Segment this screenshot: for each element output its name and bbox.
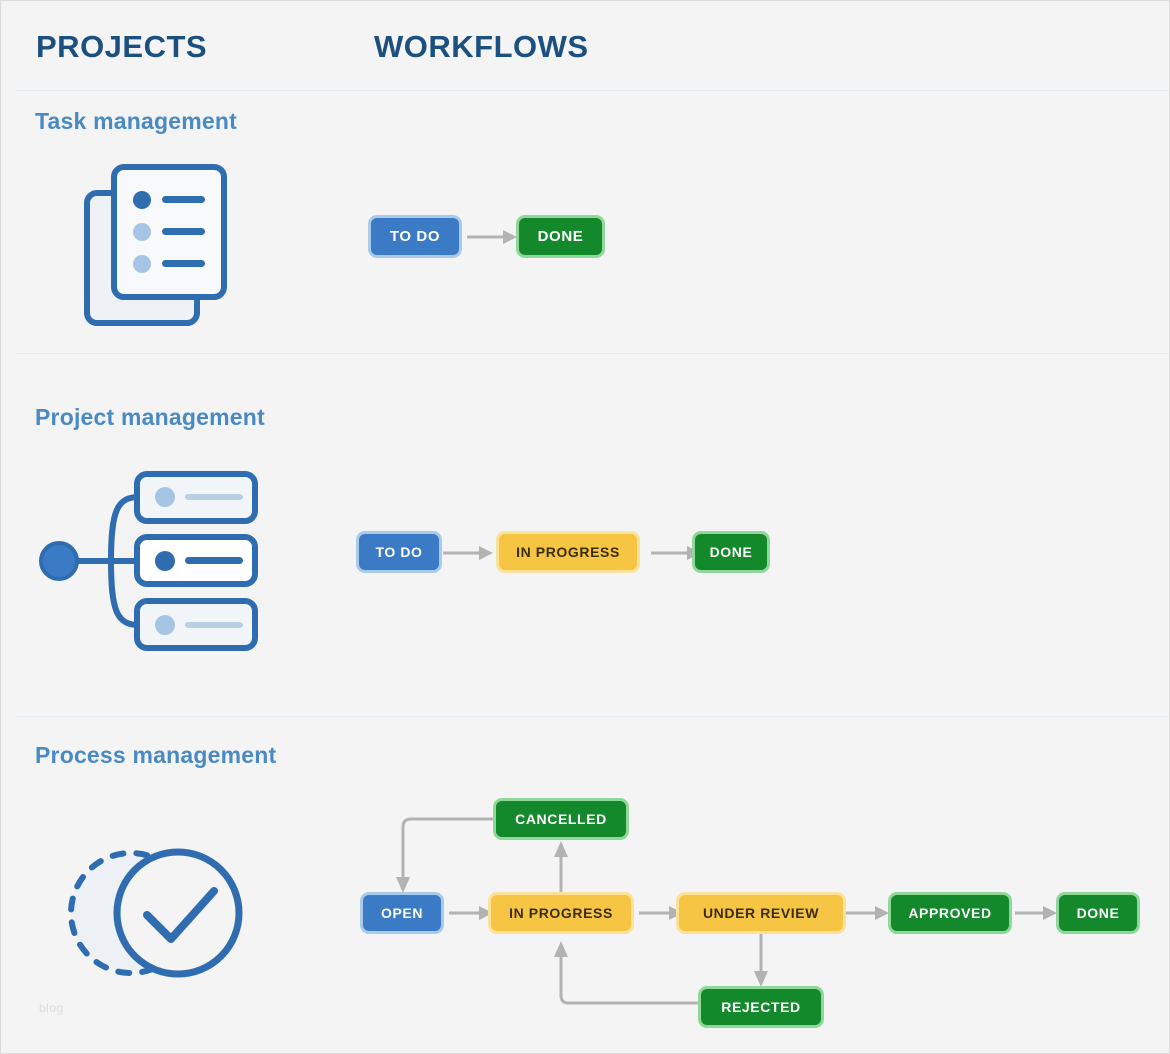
workflow-node-approved[interactable]: APPROVED [891, 895, 1009, 931]
section-divider [15, 90, 1169, 91]
section-title-task-management: Task management [35, 108, 237, 134]
section-divider [15, 716, 1169, 717]
connector-cancelled-to-open [396, 813, 507, 895]
workflow-node-open[interactable]: OPEN [363, 895, 441, 931]
stacked-documents-checklist-icon [81, 161, 246, 326]
workflow-node-done[interactable]: DONE [519, 218, 602, 255]
section-title-project-management: Project management [35, 404, 265, 430]
workflow-node-rejected[interactable]: REJECTED [701, 989, 821, 1025]
connector-in-progress-to-under-review [639, 903, 685, 923]
section-divider [15, 353, 1169, 354]
workflow-node-done[interactable]: DONE [1059, 895, 1137, 931]
workflow-node-to-do[interactable]: TO DO [371, 218, 459, 255]
column-heading-projects: PROJECTS [36, 29, 208, 64]
branching-nodes-icon [39, 471, 259, 651]
workflow-node-in-progress[interactable]: IN PROGRESS [491, 895, 631, 931]
connector-in-progress-to-cancelled [550, 839, 572, 897]
workflow-node-under-review[interactable]: UNDER REVIEW [679, 895, 843, 931]
column-heading-workflows: WORKFLOWS [374, 29, 589, 64]
workflow-node-cancelled[interactable]: CANCELLED [496, 801, 626, 837]
section-title-process-management: Process management [35, 742, 277, 768]
watermark-text: blog [39, 1001, 64, 1015]
connector-todo-to-done [467, 227, 519, 247]
workflow-node-done[interactable]: DONE [695, 534, 767, 570]
connector-rejected-to-in-progress [550, 939, 714, 1009]
connector-todo-to-in-progress [443, 543, 495, 563]
connector-approved-to-done [1015, 903, 1059, 923]
connector-in-progress-to-done [651, 543, 703, 563]
workflow-node-in-progress[interactable]: IN PROGRESS [499, 534, 637, 570]
connector-under-review-to-rejected [750, 931, 772, 989]
connector-under-review-to-approved [845, 903, 891, 923]
connector-open-to-in-progress [449, 903, 495, 923]
dashed-circle-checkmark-icon [59, 836, 254, 991]
workflow-node-to-do[interactable]: TO DO [359, 534, 439, 570]
